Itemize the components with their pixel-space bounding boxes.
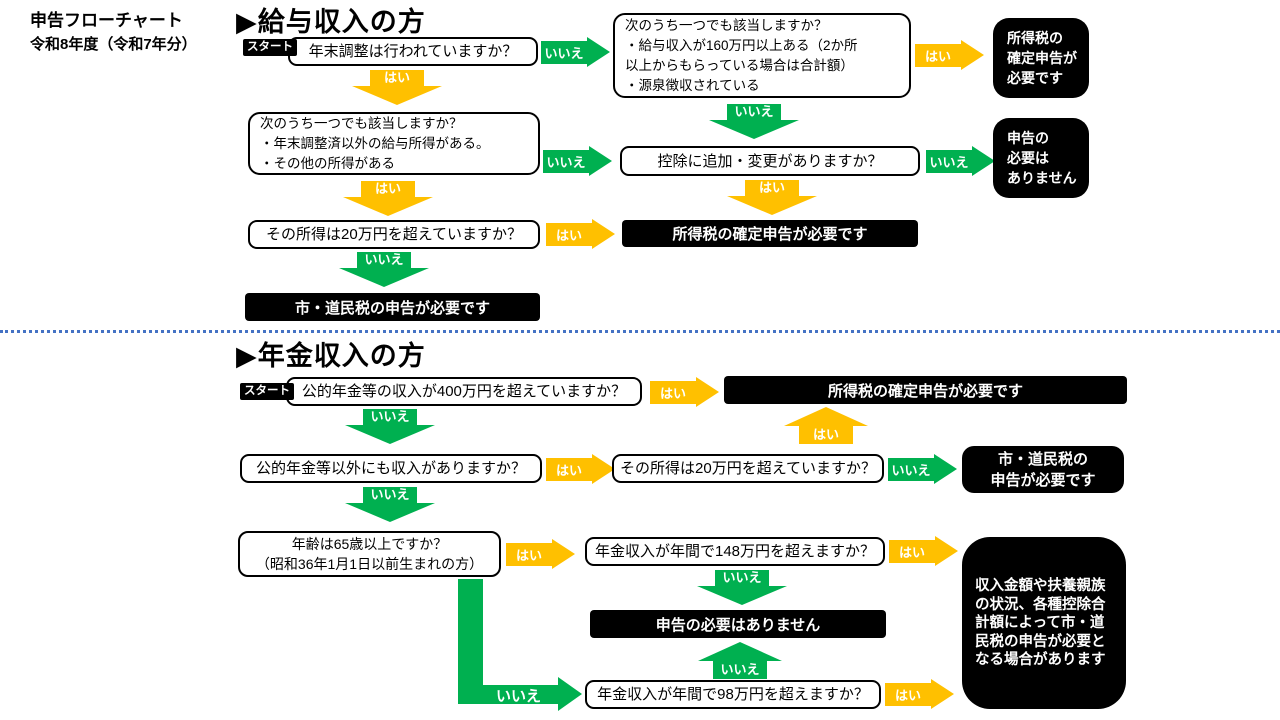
s2-no-arrow-q5-down: いいえ xyxy=(697,570,787,605)
right-arrow-head-icon xyxy=(552,539,575,569)
s2-yes-arrow-q5: はい xyxy=(889,536,958,566)
s1-q5-box: その所得は20万円を超えていますか？ xyxy=(248,220,540,249)
s1-result-income-tax-box: 所得税の 確定申告が 必要です xyxy=(993,18,1089,98)
s1-yes-arrow-q2: はい xyxy=(915,40,984,70)
s2-yes-arrow-q2: はい xyxy=(546,454,615,484)
s2-yes-arrow-q6-label: はい xyxy=(885,682,931,706)
s1-result-income-tax-bar: 所得税の確定申告が必要です xyxy=(622,220,918,247)
s1-no-arrow-q3: いいえ xyxy=(543,146,612,176)
right-arrow-head-icon xyxy=(592,219,615,249)
s1-no-arrow-q4: いいえ xyxy=(926,146,995,176)
s2-result-income-tax-bar: 所得税の確定申告が必要です xyxy=(724,376,1127,404)
down-arrow-head-icon xyxy=(352,86,442,105)
s1-no-arrow-q2-down: いいえ xyxy=(709,104,799,139)
s1-start-badge: スタート xyxy=(243,39,297,56)
section2-heading: ▶年金収入の方 xyxy=(236,341,426,371)
up-arrow-head-icon xyxy=(784,407,868,426)
s1-no-arrow-q2-label: いいえ xyxy=(727,104,781,120)
s2-no-arrow-q3: いいえ xyxy=(888,454,957,484)
s1-result-no-filing-box: 申告の 必要は ありません xyxy=(993,118,1089,198)
s1-yes-arrow-q3-label: はい xyxy=(361,181,415,197)
s1-no-arrow-q5-down: いいえ xyxy=(339,252,429,287)
down-arrow-head-icon xyxy=(343,197,433,216)
section-divider xyxy=(0,330,1280,333)
s1-no-arrow-q1-label: いいえ xyxy=(541,40,587,64)
s1-q2-box: 次のうち一つでも該当しますか？ ・給与収入が160万円以上ある（2か所 以上から… xyxy=(613,13,911,98)
s2-no-elbow-horizontal-bar xyxy=(458,685,558,704)
right-arrow-head-icon xyxy=(972,146,995,176)
s1-yes-arrow-q1-down: はい xyxy=(352,70,442,105)
right-arrow-head-icon xyxy=(587,37,610,67)
s2-yes-arrow-q4-label: はい xyxy=(506,542,552,566)
right-arrow-head-icon xyxy=(592,454,615,484)
s2-no-arrow-q1-down: いいえ xyxy=(345,409,435,444)
down-arrow-head-icon xyxy=(727,196,817,215)
s2-q4-box: 年齢は65歳以上ですか？ （昭和36年1月1日以前生まれの方） xyxy=(238,531,501,577)
s2-q2-box: 公的年金等以外にも収入がありますか？ xyxy=(240,454,542,483)
s2-no-arrow-q3-label: いいえ xyxy=(888,457,934,481)
s2-q1-box: 公的年金等の収入が400万円を超えていますか？ xyxy=(286,377,642,406)
s2-q3-box: その所得は20万円を超えていますか？ xyxy=(612,454,884,483)
s2-yes-arrow-q4: はい xyxy=(506,539,575,569)
s2-yes-arrow-q1: はい xyxy=(650,377,719,407)
right-arrow-head-icon xyxy=(696,377,719,407)
right-arrow-head-icon xyxy=(931,679,954,709)
s2-result-conditional-box: 収入金額や扶養親族 の状況、各種控除合 計額によって市・道 民税の申告が必要と … xyxy=(962,537,1126,709)
s1-no-arrow-q5-label: いいえ xyxy=(357,252,411,268)
down-arrow-head-icon xyxy=(709,120,799,139)
s1-result-resident-tax-bar: 市・道民税の申告が必要です xyxy=(245,293,540,321)
s2-yes-arrow-q6: はい xyxy=(885,679,954,709)
s2-yes-arrow-q3-up: はい xyxy=(784,407,868,444)
s2-result-no-filing-bar: 申告の必要はありません xyxy=(590,610,886,638)
down-arrow-head-icon xyxy=(339,268,429,287)
s2-yes-arrow-q1-label: はい xyxy=(650,380,696,404)
s2-start-badge: スタート xyxy=(240,383,294,400)
down-arrow-head-icon xyxy=(345,503,435,522)
down-arrow-head-icon xyxy=(345,425,435,444)
s2-no-elbow-label: いいえ xyxy=(496,688,542,705)
s2-no-arrow-q5-label: いいえ xyxy=(715,570,769,586)
s2-no-arrow-q1-label: いいえ xyxy=(363,409,417,425)
s2-q6-box: 年金収入が年間で98万円を超えますか？ xyxy=(585,680,881,709)
section1-heading: ▶給与収入の方 xyxy=(236,7,426,37)
s2-yes-arrow-q3-label: はい xyxy=(799,426,853,444)
right-arrow-head-icon xyxy=(934,454,957,484)
right-arrow-head-icon xyxy=(589,146,612,176)
right-arrow-head-icon xyxy=(961,40,984,70)
s1-yes-arrow-q1-label: はい xyxy=(370,70,424,86)
s1-no-arrow-q3-label: いいえ xyxy=(543,149,589,173)
s2-no-arrow-q6-up: いいえ xyxy=(698,642,782,679)
doc-title: 申告フローチャート xyxy=(30,11,183,30)
s1-q3-box: 次のうち一つでも該当しますか？ ・年末調整済以外の給与所得がある。 ・その他の所… xyxy=(248,112,540,175)
s2-no-arrow-q2-label: いいえ xyxy=(363,487,417,503)
s1-yes-arrow-q3-down: はい xyxy=(343,181,433,216)
s1-yes-arrow-q2-label: はい xyxy=(915,43,961,67)
s2-no-arrow-q6-label: いいえ xyxy=(713,661,767,679)
s2-q5-box: 年金収入が年間で148万円を超えますか？ xyxy=(585,537,885,566)
up-arrow-head-icon xyxy=(698,642,782,661)
s1-yes-arrow-q5: はい xyxy=(546,219,615,249)
s1-yes-arrow-q5-label: はい xyxy=(546,222,592,246)
down-arrow-head-icon xyxy=(697,586,787,605)
s2-result-resident-tax-box: 市・道民税の 申告が必要です xyxy=(962,446,1124,493)
s1-q4-box: 控除に追加・変更がありますか？ xyxy=(620,146,920,176)
s1-yes-arrow-q4-label: はい xyxy=(745,180,799,196)
s1-no-arrow-q4-label: いいえ xyxy=(926,149,972,173)
s2-yes-arrow-q5-label: はい xyxy=(889,539,935,563)
s1-no-arrow-q1: いいえ xyxy=(541,37,610,67)
doc-subtitle: 令和8年度（令和7年分） xyxy=(30,36,197,53)
right-arrow-head-icon xyxy=(935,536,958,566)
right-arrow-head-icon xyxy=(558,677,582,711)
s2-yes-arrow-q2-label: はい xyxy=(546,457,592,481)
s1-yes-arrow-q4-down: はい xyxy=(727,180,817,215)
s2-no-elbow-vertical-bar xyxy=(458,579,483,704)
s1-q1-box: 年末調整は行われていますか？ xyxy=(288,37,538,66)
s2-no-arrow-q2-down: いいえ xyxy=(345,487,435,522)
